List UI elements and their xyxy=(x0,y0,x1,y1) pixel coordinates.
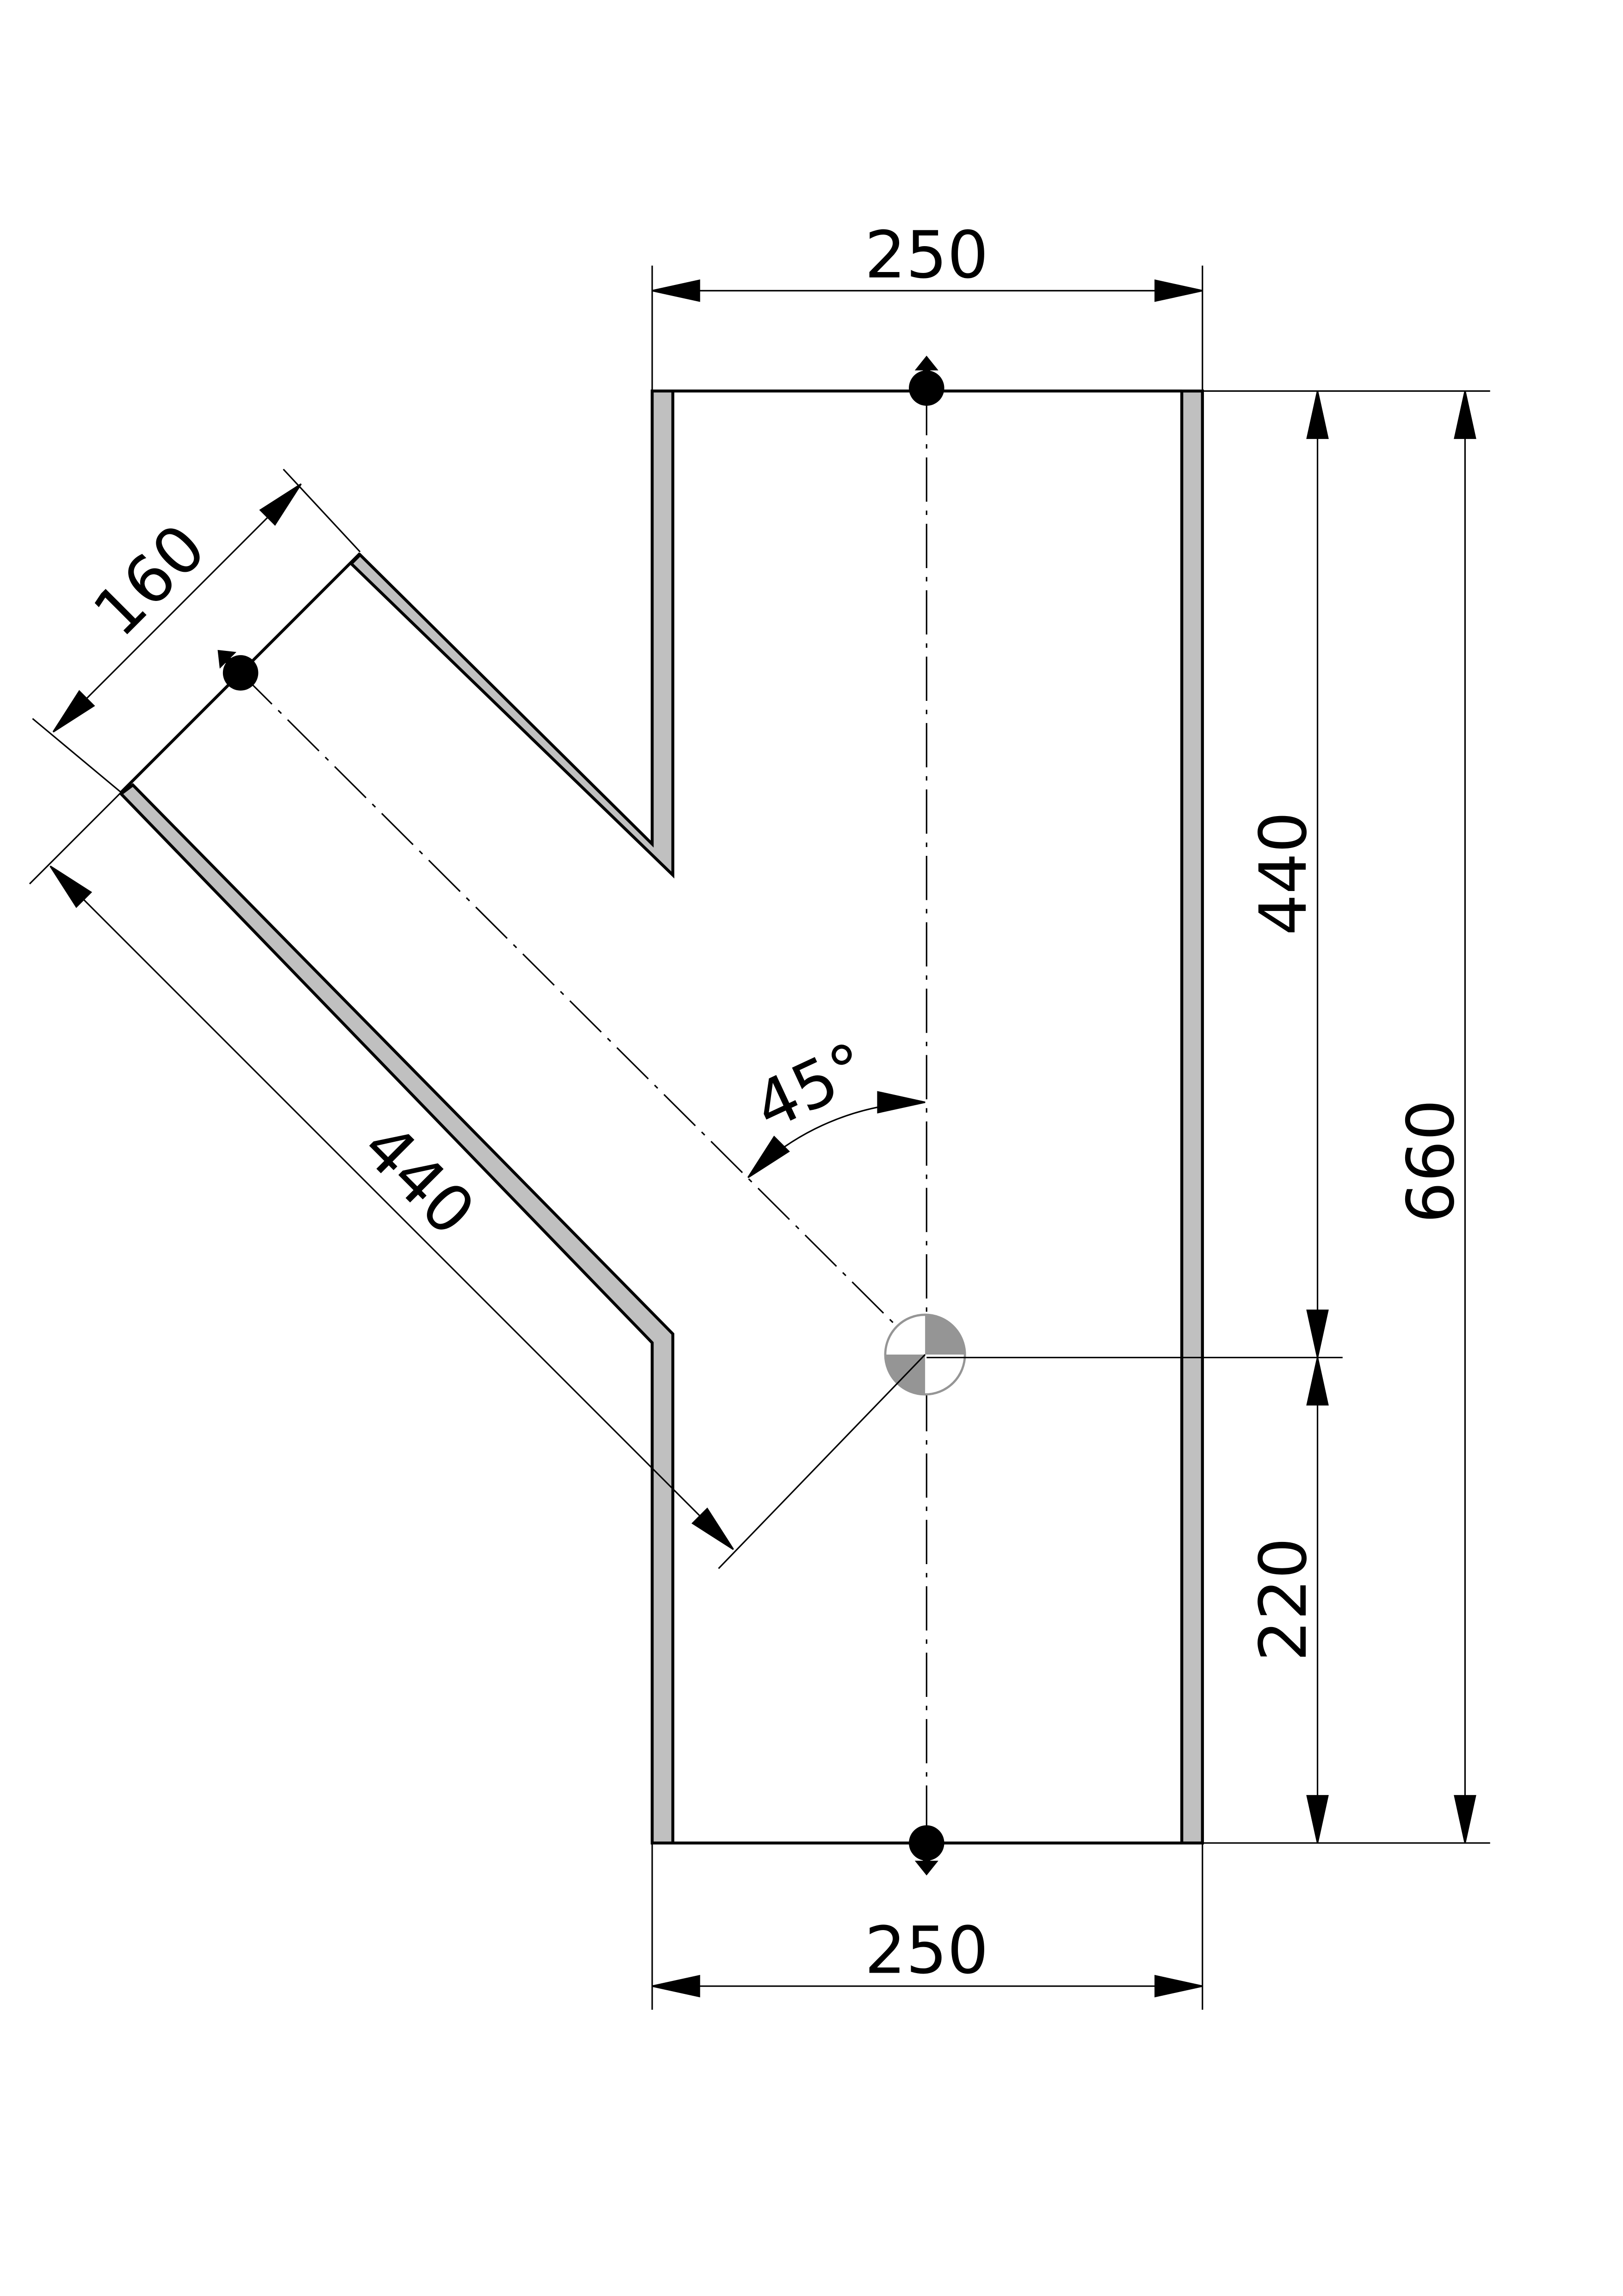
dim-bottom-width: 250 xyxy=(864,1913,988,1988)
right-wall xyxy=(1180,390,1204,1844)
dim-line-branch-width-arrow-start xyxy=(52,690,95,733)
dim-line-branch-width xyxy=(52,483,302,733)
dim-line-bottom-width-arrow-end xyxy=(1154,1974,1203,1998)
port-branch-flow-arrow xyxy=(217,650,259,691)
port-top-flow-arrow xyxy=(909,355,944,406)
left-wall-upper xyxy=(349,390,674,879)
dim-total-height: 660 xyxy=(1394,1099,1469,1223)
dim-line-total-height-arrow-start xyxy=(1454,390,1476,439)
dim-line-lower-height-arrow-start xyxy=(1306,1357,1329,1406)
extension-lines xyxy=(29,266,1490,2010)
left-wall-lower xyxy=(118,783,674,1844)
dim-line-branch-width-arrow-end xyxy=(259,483,302,526)
dim-line-lower-height-arrow-end xyxy=(1306,1795,1329,1844)
dim-top-width: 250 xyxy=(864,218,988,293)
dim-line-upper-height-arrow-start xyxy=(1306,390,1329,439)
dim-upper-height: 440 xyxy=(1246,811,1321,935)
dim-line-branch-length xyxy=(49,866,734,1550)
dim-line-total-height-arrow-end xyxy=(1454,1795,1476,1844)
dim-arc-arrow-end xyxy=(877,1091,926,1114)
dim-branch-angle: 45° xyxy=(743,1028,879,1145)
dim-arc-arrow-start xyxy=(747,1135,790,1178)
dim-line-upper-height-arrow-end xyxy=(1306,1309,1329,1358)
dim-line-top-width-arrow-end xyxy=(1154,279,1203,302)
dim-lower-height: 220 xyxy=(1246,1538,1321,1662)
dim-branch-width: 160 xyxy=(80,510,221,651)
dim-line-top-width-arrow-start xyxy=(652,279,700,302)
dim-line-branch-length-arrow-start xyxy=(49,865,93,908)
dim-line-branch-length-arrow-end xyxy=(691,1507,734,1550)
dim-line-bottom-width-arrow-start xyxy=(652,1974,700,1998)
port-bottom-flow-arrow xyxy=(909,1825,944,1875)
branch-centerline xyxy=(240,672,926,1355)
